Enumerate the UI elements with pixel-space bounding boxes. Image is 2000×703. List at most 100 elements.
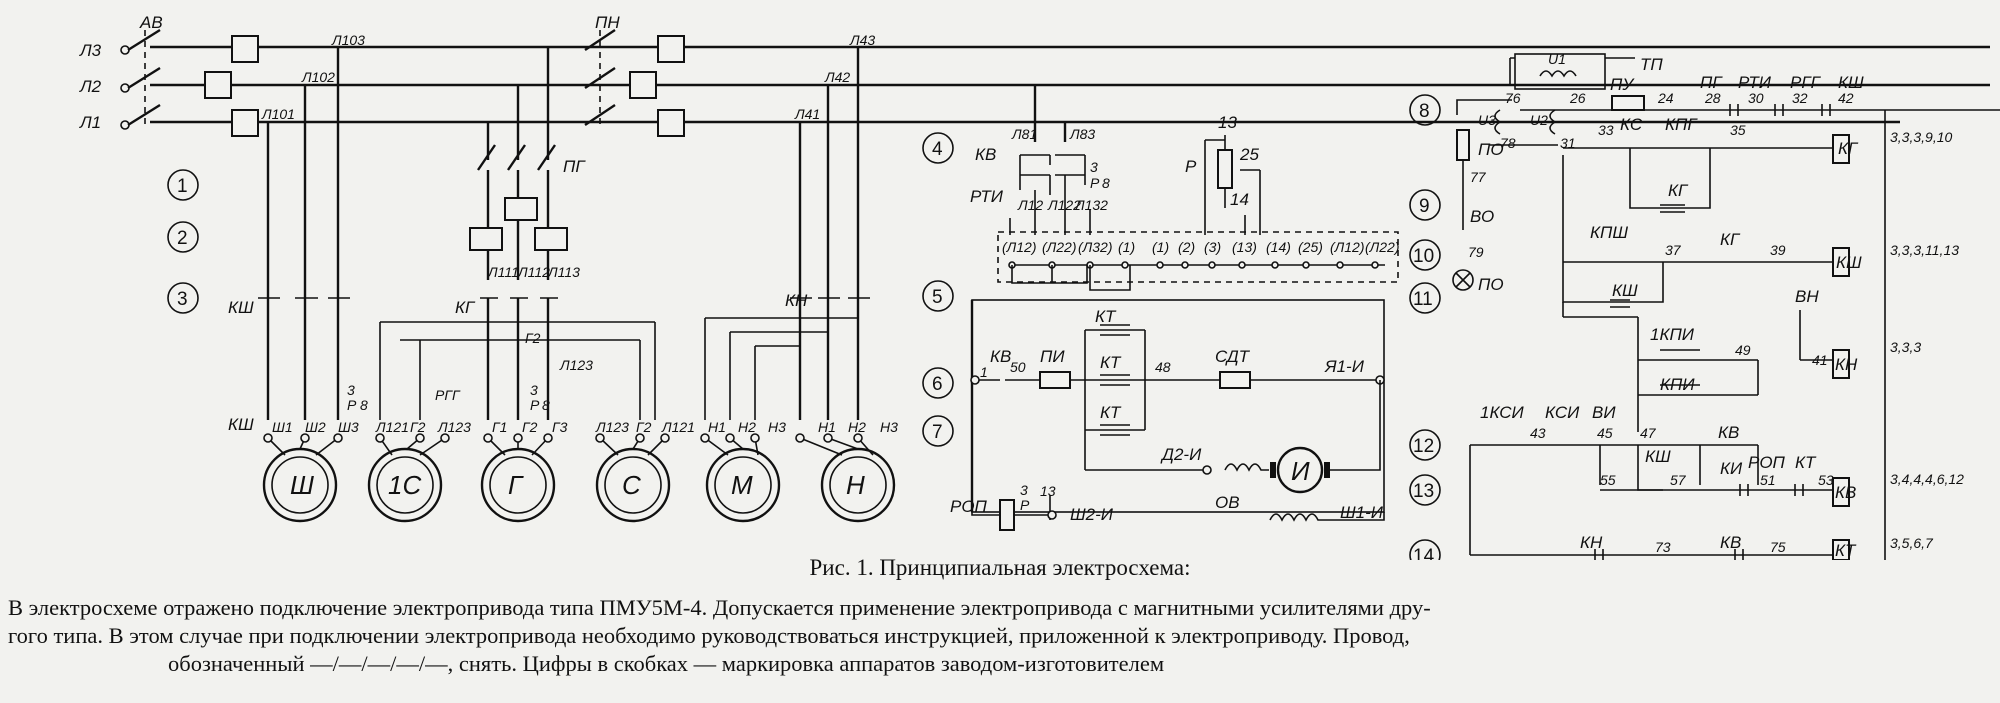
terminal-label: Г1 — [492, 419, 507, 435]
device-label: КГ — [1720, 230, 1741, 249]
coil-label: КШ — [1836, 253, 1862, 272]
switch-pg: ПГ — [469, 144, 586, 280]
device-label: КТ — [1100, 353, 1122, 372]
tb-label: (Л32) — [1078, 239, 1113, 255]
motor-label: С — [622, 470, 641, 500]
device-label: Д2-И — [1160, 445, 1202, 464]
device-label: 14 — [1230, 190, 1249, 209]
wire-label: Л112 — [517, 264, 550, 280]
device-label: ПГ — [563, 157, 586, 176]
tb-label: (25) — [1298, 239, 1323, 255]
wire-number: 51 — [1760, 472, 1776, 488]
device-label: КС — [1620, 115, 1643, 134]
wire-number: 28 — [1704, 90, 1721, 106]
device-label: КН — [1580, 533, 1603, 552]
relay-fraction: 8 — [360, 397, 368, 413]
device-label: КВ — [1718, 423, 1739, 442]
device-label: ПГ — [1700, 73, 1723, 92]
control-circuit: ТП U1 76 26 ПУ 24 ПГ РТИ РГГ КШ 28 30 32… — [1409, 51, 2000, 560]
terminal-label: Г3 — [552, 419, 568, 435]
device-label: 13 — [1218, 113, 1237, 132]
phase-label: Л3 — [79, 41, 102, 60]
relay-fraction: 3 — [1020, 482, 1028, 498]
tb-label: (Л22) — [1042, 239, 1077, 255]
coil-refs: 3,3,3,11,13 — [1890, 242, 1959, 258]
row-number: 14 — [1413, 546, 1435, 560]
motor-sh: Ш Ш1 Ш2 Ш3 — [262, 419, 359, 523]
motor-s: С Л123 Г2 Л121 — [595, 419, 695, 523]
relay-fraction: Р — [530, 397, 540, 413]
device-label: КТ — [1100, 403, 1122, 422]
row-number: 7 — [932, 422, 943, 443]
motor-label: 1С — [388, 470, 421, 500]
relay-fraction: 3 — [1090, 159, 1098, 175]
phase-label: Л1 — [79, 113, 101, 132]
device-label: КСИ — [1545, 403, 1580, 422]
terminal-label: Н3 — [768, 419, 786, 435]
terminal-label: Ш1 — [272, 419, 293, 435]
coil-label: КТ — [1835, 541, 1857, 560]
tb-label: (1) — [1152, 239, 1169, 255]
wire-labels: Л103 Л102 Л101 Л43 Л42 Л41 Л111 Л112 Л11… — [261, 32, 875, 373]
terminal-block: (Л12) (Л22) (Л32) (1) (1) (2) (3) (13) (… — [1002, 239, 1400, 255]
wire-number: 41 — [1812, 352, 1828, 368]
wire-number: 42 — [1838, 90, 1854, 106]
wire-label: Г2 — [525, 330, 541, 346]
row-number: 5 — [932, 287, 943, 308]
device-label: КПШ — [1590, 223, 1628, 242]
contactor-label: КН — [785, 291, 808, 310]
row-number: 4 — [932, 139, 943, 160]
wire-number: 31 — [1560, 135, 1576, 151]
device-label: ПО — [1478, 140, 1504, 159]
row-number: 8 — [1419, 101, 1430, 122]
device-label: КВ — [1720, 533, 1741, 552]
wire-number: 50 — [1010, 359, 1026, 375]
contactor-label: КШ — [228, 298, 254, 317]
wire-label: Л43 — [849, 32, 875, 48]
wire-number: 79 — [1468, 244, 1484, 260]
drive-circuit: Л81 Л83 КВ РТИ 3 Р 8 Л12 Л122 Л132 13 Р … — [950, 85, 1400, 531]
device-label: КПГ — [1665, 115, 1698, 134]
coil-label: КН — [1835, 355, 1858, 374]
terminal-label: Г2 — [522, 419, 538, 435]
tb-label: (13) — [1232, 239, 1257, 255]
row-number: 13 — [1413, 481, 1434, 502]
relay-fraction: 3 — [530, 382, 538, 398]
wire-label: Л122 — [1047, 197, 1081, 213]
row-number: 3 — [177, 289, 188, 310]
figure-note: В электросхеме отражено подключение элек… — [8, 594, 1993, 678]
note-line: обозначенный —/—/—/—/—, снять. Цифры в с… — [168, 651, 1165, 676]
row-number: 12 — [1413, 436, 1434, 457]
tb-label: (14) — [1266, 239, 1291, 255]
motor-label: М — [731, 470, 753, 500]
wire-number: 73 — [1655, 539, 1671, 555]
contactor-kn: КН — [704, 291, 870, 420]
device-label: СДТ — [1215, 347, 1251, 366]
wire-number: 47 — [1640, 425, 1657, 441]
terminal-label: Г2 — [636, 419, 652, 435]
terminal-label: Н1 — [818, 419, 836, 435]
motors: Ш Ш1 Ш2 Ш3 1С Л121 Г2 Л123 Г Г1 Г2 Г3 С … — [262, 419, 898, 523]
device-label: РОП — [1748, 453, 1786, 472]
wire-number: 32 — [1792, 90, 1808, 106]
motor-m: М Н1 Н2 Н3 — [705, 419, 786, 523]
wire-number: 39 — [1770, 242, 1786, 258]
device-label: КШ — [1645, 447, 1671, 466]
coil-label: КГ — [1838, 139, 1859, 158]
row-number: 9 — [1419, 196, 1430, 217]
device-label: РОП — [950, 497, 988, 516]
device-label: КИ — [1720, 459, 1743, 478]
motor-label: Н — [846, 470, 865, 500]
terminal-label: Ш3 — [338, 419, 359, 435]
device-label: ОВ — [1215, 493, 1240, 512]
wire-label: Л132 — [1074, 197, 1108, 213]
device-label: КТ — [1795, 453, 1817, 472]
wire-number: 57 — [1670, 472, 1687, 488]
wire-label: Л83 — [1069, 126, 1095, 142]
device-label: ТП — [1640, 55, 1663, 74]
row-number: 10 — [1413, 246, 1434, 267]
device-label: И — [1291, 456, 1310, 486]
terminal-label: Л123 — [437, 419, 471, 435]
row-number: 11 — [1413, 289, 1433, 310]
breaker-label: АВ — [139, 13, 163, 32]
